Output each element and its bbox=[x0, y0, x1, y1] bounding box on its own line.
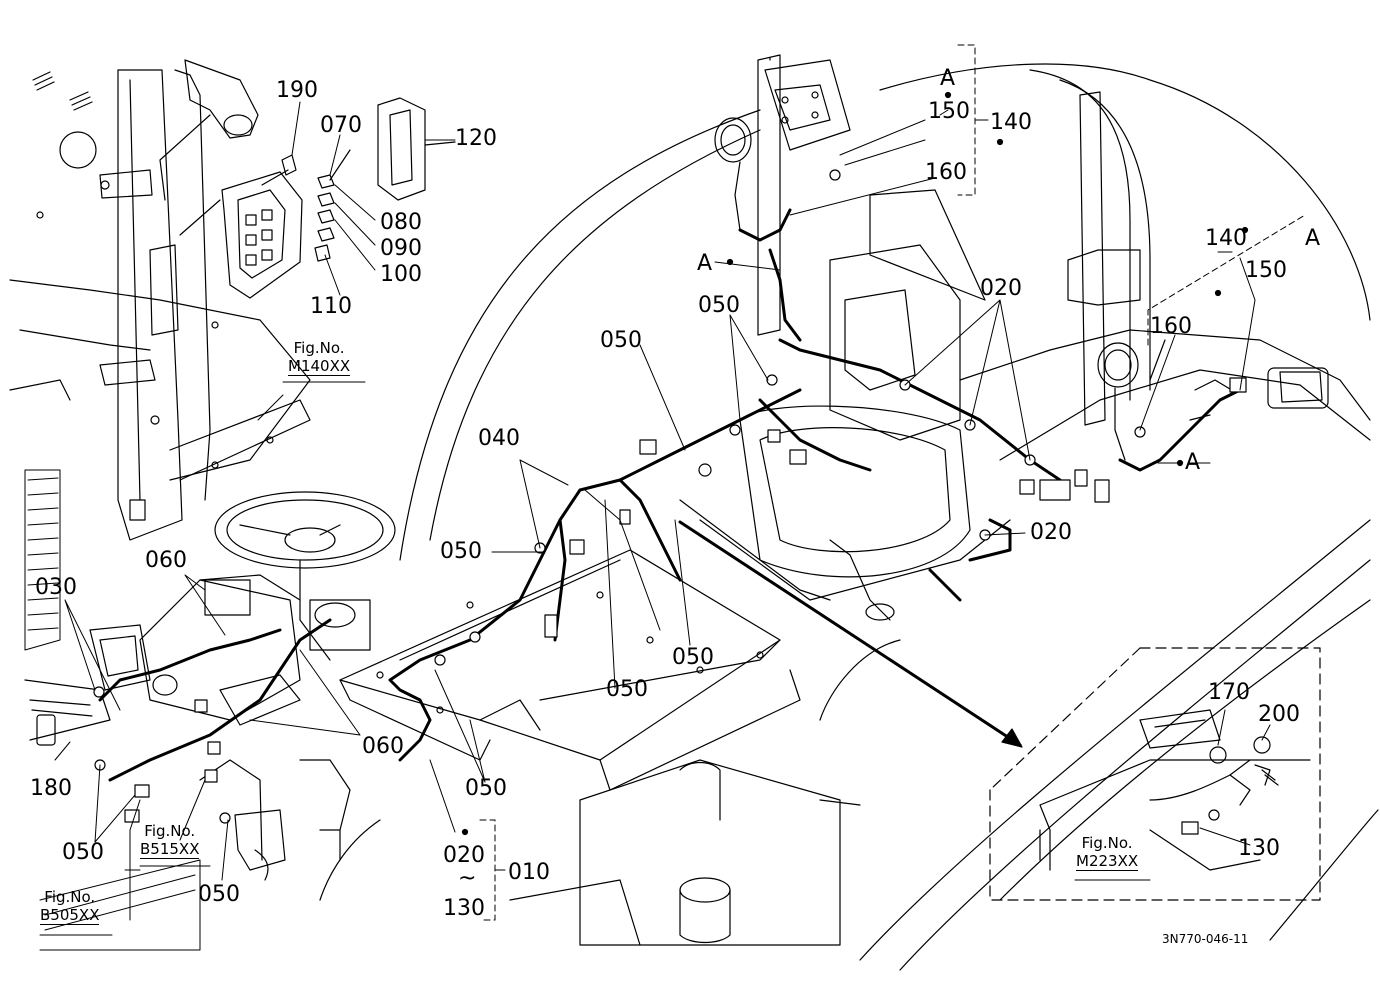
callout-050-a: 050 bbox=[698, 293, 740, 318]
fuse-box-art bbox=[180, 155, 302, 298]
callout-050-b: 050 bbox=[600, 328, 642, 353]
figref-m223-number: M223XX bbox=[1076, 852, 1139, 871]
connectors-art bbox=[94, 170, 1270, 834]
callout-a-top: A bbox=[940, 66, 956, 91]
a-markers bbox=[463, 93, 1248, 835]
fuse-cover-art bbox=[378, 98, 455, 200]
callout-050-f: 050 bbox=[465, 776, 507, 801]
callout-060-bot: 060 bbox=[362, 734, 404, 759]
callout-020-a: 020 bbox=[980, 276, 1022, 301]
figref-b515-title: Fig.No. bbox=[144, 822, 196, 840]
callout-150-right: 150 bbox=[1245, 258, 1287, 283]
detail-arrow-head bbox=[1002, 729, 1022, 747]
figref-m140: Fig.No. M140XX bbox=[288, 339, 351, 376]
drawing-number: 3N770-046-11 bbox=[1162, 932, 1249, 946]
callout-020-b: 020 bbox=[1030, 520, 1072, 545]
dash-panel-art bbox=[25, 575, 370, 740]
figref-b505-number: B505XX bbox=[40, 906, 100, 925]
figref-leaders bbox=[40, 382, 1150, 935]
callout-140-right: 140 bbox=[1205, 226, 1247, 251]
callout-160-right: 160 bbox=[1150, 314, 1192, 339]
callout-050-h: 050 bbox=[198, 882, 240, 907]
callout-a-right: A bbox=[1305, 226, 1321, 251]
callout-120: 120 bbox=[455, 126, 497, 151]
callout-020-c: 020 bbox=[443, 843, 485, 868]
engine-art bbox=[510, 640, 900, 945]
fuse-art bbox=[315, 150, 350, 261]
figref-b505: Fig.No. B505XX bbox=[40, 888, 100, 925]
detail-arrow-art bbox=[680, 522, 1020, 745]
figref-b515: Fig.No. B515XX bbox=[140, 822, 200, 859]
figref-m223: Fig.No. M223XX bbox=[1076, 834, 1139, 871]
callout-a-left: A bbox=[697, 251, 713, 276]
callout-tilde: ~ bbox=[458, 866, 477, 891]
callout-100: 100 bbox=[380, 262, 422, 287]
detail-box-art bbox=[990, 648, 1320, 900]
callout-170: 170 bbox=[1208, 680, 1250, 705]
callout-110: 110 bbox=[310, 294, 352, 319]
callout-050-e: 050 bbox=[606, 677, 648, 702]
grille-art bbox=[25, 470, 200, 950]
seat-art bbox=[680, 190, 1010, 620]
bracket-010 bbox=[480, 820, 505, 920]
callout-a-mid: A bbox=[1185, 450, 1201, 475]
callout-130-range: 130 bbox=[443, 896, 485, 921]
steering-wheel-art bbox=[215, 492, 395, 660]
left-frame-art bbox=[10, 60, 310, 540]
cab-outline-art bbox=[400, 64, 1378, 970]
callout-190: 190 bbox=[276, 78, 318, 103]
callout-140-top: 140 bbox=[990, 110, 1032, 135]
floor-art bbox=[340, 550, 800, 790]
figref-b505-title: Fig.No. bbox=[44, 888, 96, 906]
bracket-140-top bbox=[940, 45, 988, 195]
callout-070: 070 bbox=[320, 113, 362, 138]
callout-050-g: 050 bbox=[62, 840, 104, 865]
callout-090: 090 bbox=[380, 236, 422, 261]
figref-m223-title: Fig.No. bbox=[1081, 834, 1133, 852]
callout-030: 030 bbox=[35, 575, 77, 600]
work-light-art bbox=[715, 60, 1138, 460]
rops-post-art bbox=[758, 55, 1140, 425]
callout-160-top: 160 bbox=[925, 160, 967, 185]
callout-130-detail: 130 bbox=[1238, 836, 1280, 861]
bracket-140-right bbox=[1148, 215, 1305, 345]
callout-180: 180 bbox=[30, 776, 72, 801]
callout-050-d: 050 bbox=[672, 645, 714, 670]
wiring-harness-art bbox=[100, 210, 1240, 780]
callout-080: 080 bbox=[380, 210, 422, 235]
figref-b515-number: B515XX bbox=[140, 840, 200, 859]
callout-010: 010 bbox=[508, 860, 550, 885]
callout-200: 200 bbox=[1258, 702, 1300, 727]
callout-040: 040 bbox=[478, 426, 520, 451]
fender-art bbox=[960, 330, 1370, 460]
figref-m140-number: M140XX bbox=[288, 357, 351, 376]
callout-150-top: 150 bbox=[928, 99, 970, 124]
leader-lines-art bbox=[55, 102, 1270, 920]
figref-m140-title: Fig.No. bbox=[293, 339, 345, 357]
callout-060-top: 060 bbox=[145, 548, 187, 573]
callout-050-c: 050 bbox=[440, 539, 482, 564]
